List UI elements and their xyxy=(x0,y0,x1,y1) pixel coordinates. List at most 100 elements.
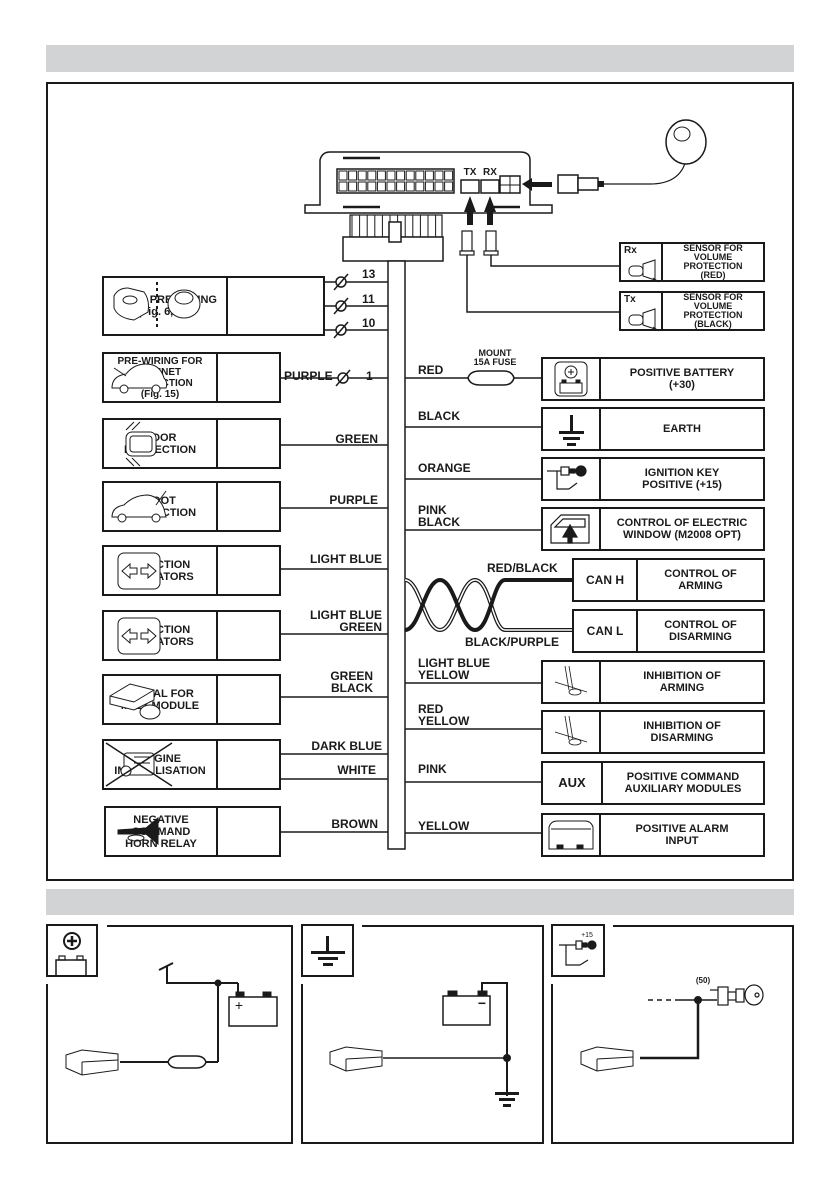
wire-harness-trunk xyxy=(387,260,406,850)
antenna-connector xyxy=(522,119,707,194)
connector-pin xyxy=(424,181,434,192)
wire-pin-10: 10 xyxy=(362,316,376,330)
bonnet-protection-box: PRE-WIRING FOR BONNET PROTECTION (Fig. 1… xyxy=(102,352,281,403)
earth-icon xyxy=(543,409,601,449)
section-header-band xyxy=(46,45,794,72)
ignition-icon-label: +15 xyxy=(581,932,593,939)
earth-icon xyxy=(495,1092,519,1107)
fuse-label: MOUNT 15A FUSE xyxy=(473,348,517,367)
can-h-box: CAN H CONTROL OF ARMING xyxy=(572,558,765,602)
direction-indicators-box: DIRECTION INDICATORS xyxy=(102,610,281,661)
device-label: CONTROL OF ARMING xyxy=(664,568,737,592)
connector-pin xyxy=(357,181,367,192)
wire-color-label: GREEN BLACK xyxy=(330,669,373,695)
alarm-unit-icon xyxy=(543,815,601,855)
connector-pin xyxy=(376,170,386,181)
battery-positive-icon xyxy=(543,359,601,399)
device-label: INHIBITION OF ARMING xyxy=(643,670,721,694)
ultrasonic-sensor-icon: Tx xyxy=(621,293,663,332)
bonnet-switch-icon xyxy=(543,662,601,702)
aux-box: AUX POSITIVE COMMAND AUXILIARY MODULES xyxy=(541,761,765,805)
sensor-rx-label: SENSOR FOR VOLUME PROTECTION (RED) xyxy=(683,243,743,280)
control-unit-icon xyxy=(580,1046,634,1072)
connector-pin xyxy=(405,170,415,181)
connector-pin xyxy=(367,181,377,192)
connector-pin xyxy=(434,170,444,181)
wire-pin-11: 11 xyxy=(362,292,375,306)
connector-pin xyxy=(396,181,406,192)
device-label: EARTH xyxy=(663,423,701,435)
can-l-tag: CAN L xyxy=(574,611,638,651)
sensor-tx-box: Tx SENSOR FOR VOLUME PROTECTION (BLACK) xyxy=(619,291,765,332)
connector-pin xyxy=(338,170,348,181)
bonnet-switch-icon xyxy=(543,712,601,752)
wire-color-label: BROWN xyxy=(331,817,378,831)
connector-pin xyxy=(444,170,454,181)
siren-prewiring-box: SIREN PRE-WIRING (Fig. 6,7,8) xyxy=(102,276,325,336)
positive-alarm-input-box: POSITIVE ALARM INPUT xyxy=(541,813,765,857)
control-unit-icon xyxy=(329,1046,383,1072)
sensor-tag: Rx xyxy=(624,245,637,256)
module-icon xyxy=(109,676,279,723)
connector-pin xyxy=(415,170,425,181)
connector-pin xyxy=(348,181,358,192)
ignition-key-icon xyxy=(559,940,597,966)
wire-color-label: RED/BLACK xyxy=(487,561,558,575)
wire-color-label: RED xyxy=(418,363,444,377)
connector-pin xyxy=(444,181,454,192)
positive-battery-box: POSITIVE BATTERY (+30) xyxy=(541,357,765,401)
device-label: CONTROL OF DISARMING xyxy=(664,619,737,643)
device-label: POSITIVE COMMAND AUXILIARY MODULES xyxy=(624,771,742,795)
control-unit-icon xyxy=(65,1049,119,1076)
earth-icon xyxy=(311,936,345,966)
direction-arrows-icon xyxy=(117,547,279,594)
harness-connector xyxy=(342,214,444,850)
wire-color-label: PURPLE xyxy=(284,369,333,383)
arrow-up-icon xyxy=(464,196,476,225)
wire-color-label: PINK xyxy=(418,762,447,776)
connector-pin xyxy=(338,181,348,192)
engine-crossed-icon xyxy=(105,741,279,788)
wire-color-label: PURPLE xyxy=(329,493,378,507)
tx-label: TX xyxy=(463,167,477,178)
battery-sign: + xyxy=(234,997,244,1013)
earth-box: EARTH xyxy=(541,407,765,451)
connector-pin xyxy=(386,181,396,192)
wire-pin-1: 1 xyxy=(366,369,373,383)
left-wires xyxy=(280,281,388,833)
ignition-key-box: IGNITION KEY POSITIVE (+15) xyxy=(541,457,765,501)
wire-color-label: PINK BLACK xyxy=(418,503,460,529)
battery-icon xyxy=(228,996,278,1027)
pin-terminal-symbols xyxy=(333,273,351,387)
connector-pin xyxy=(367,170,377,181)
section-header-band xyxy=(46,889,794,915)
device-label: POSITIVE BATTERY (+30) xyxy=(629,367,735,391)
wire-color-label: BLACK xyxy=(418,409,460,423)
horn-relay-box: NEGATIVE COMMAND HORN RELAY xyxy=(104,806,281,857)
wire-color-label: LIGHT BLUE xyxy=(310,552,382,566)
rx-label: RX xyxy=(483,167,497,178)
sensor-tx-label: SENSOR FOR VOLUME PROTECTION (BLACK) xyxy=(683,292,743,329)
ignition-key-icon xyxy=(543,459,601,499)
battery-sign: − xyxy=(477,995,487,1011)
panel-positive-battery xyxy=(46,924,293,1144)
wire-pin-13: 13 xyxy=(362,267,376,281)
connector-pin xyxy=(396,170,406,181)
inhibition-arming-box: INHIBITION OF ARMING xyxy=(541,660,765,704)
car-bonnet-icon xyxy=(111,354,279,401)
wire-color-label: GREEN xyxy=(335,432,378,446)
tx-socket xyxy=(460,179,480,194)
wire-color-label: ORANGE xyxy=(418,461,471,475)
key-position-label: (50) xyxy=(695,976,711,985)
can-twisted-pair xyxy=(404,577,572,633)
inhibition-disarming-box: INHIBITION OF DISARMING xyxy=(541,710,765,754)
connector-pin xyxy=(348,170,358,181)
right-wires xyxy=(405,370,541,834)
siren-icon xyxy=(113,278,323,334)
sensor-tag: Tx xyxy=(624,294,636,305)
electric-window-box: CONTROL OF ELECTRIC WINDOW (M2008 OPT) xyxy=(541,507,765,551)
m327-signal-box: SIGNAL FOR M327 MODULE xyxy=(102,674,281,725)
wire-color-label: BLACK/PURPLE xyxy=(465,635,560,649)
connector-pin xyxy=(415,181,425,192)
